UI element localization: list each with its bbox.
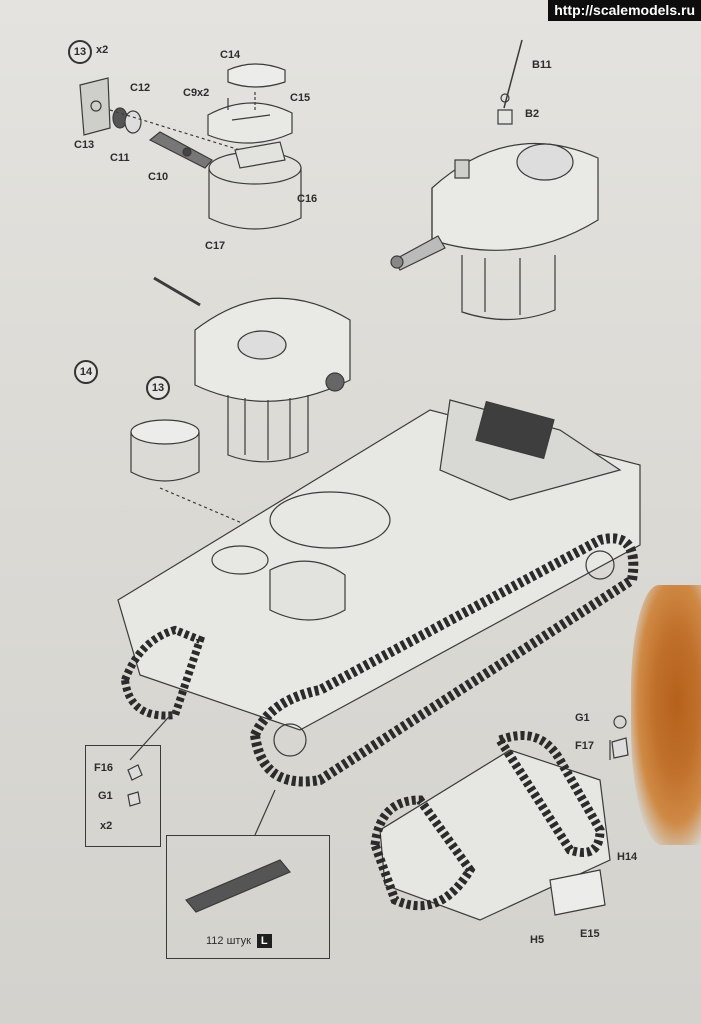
part-label-c16: C16 <box>297 193 318 205</box>
step13-turret-exploded <box>79 63 302 230</box>
step-13-marker: 13 <box>68 40 92 64</box>
part-label-c15: C15 <box>290 92 311 104</box>
part-label-f17: F17 <box>575 740 594 752</box>
part-label-c12: C12 <box>130 82 151 94</box>
step-14-marker: 14 <box>74 360 98 384</box>
track-count-label: 112 штук L <box>206 934 272 948</box>
part-label-c9: C9x2 <box>183 87 210 99</box>
part-label-x2-left: x2 <box>100 820 113 832</box>
part-label-c10: C10 <box>148 171 169 183</box>
part-label-e15: E15 <box>580 928 600 940</box>
sub-turret <box>130 419 271 536</box>
track-count-text: 112 штук <box>206 935 251 947</box>
callout-box-f16-g1 <box>85 745 161 847</box>
part-label-g1-left: G1 <box>98 790 113 802</box>
part-label-c13: C13 <box>74 139 95 151</box>
turret-assembled-right <box>390 39 599 321</box>
step-14-number: 14 <box>79 366 93 378</box>
part-label-b2: B2 <box>525 108 540 120</box>
rear-view-detail <box>370 731 611 921</box>
callout-box-track-links <box>166 835 330 959</box>
track-part-badge: L <box>256 934 272 948</box>
tank-hull <box>117 399 641 787</box>
part-label-c17: C17 <box>205 240 226 252</box>
watermark-link[interactable]: http://scalemodels.ru <box>548 0 701 21</box>
step-13-number: 13 <box>73 46 87 58</box>
turret-assembled-center <box>153 276 351 463</box>
step-13-multiplier: x2 <box>96 44 109 56</box>
part-label-g1-right: G1 <box>575 712 590 724</box>
step-13-reference-marker: 13 <box>146 376 170 400</box>
part-label-c11: C11 <box>110 152 130 164</box>
part-label-h14: H14 <box>617 851 638 863</box>
part-label-c14: C14 <box>220 49 241 61</box>
step-13-reference-number: 13 <box>151 382 165 394</box>
part-label-f16: F16 <box>94 762 113 774</box>
part-label-b11: B11 <box>532 59 552 71</box>
part-label-h5: H5 <box>530 934 545 946</box>
rust-stain <box>631 585 701 845</box>
